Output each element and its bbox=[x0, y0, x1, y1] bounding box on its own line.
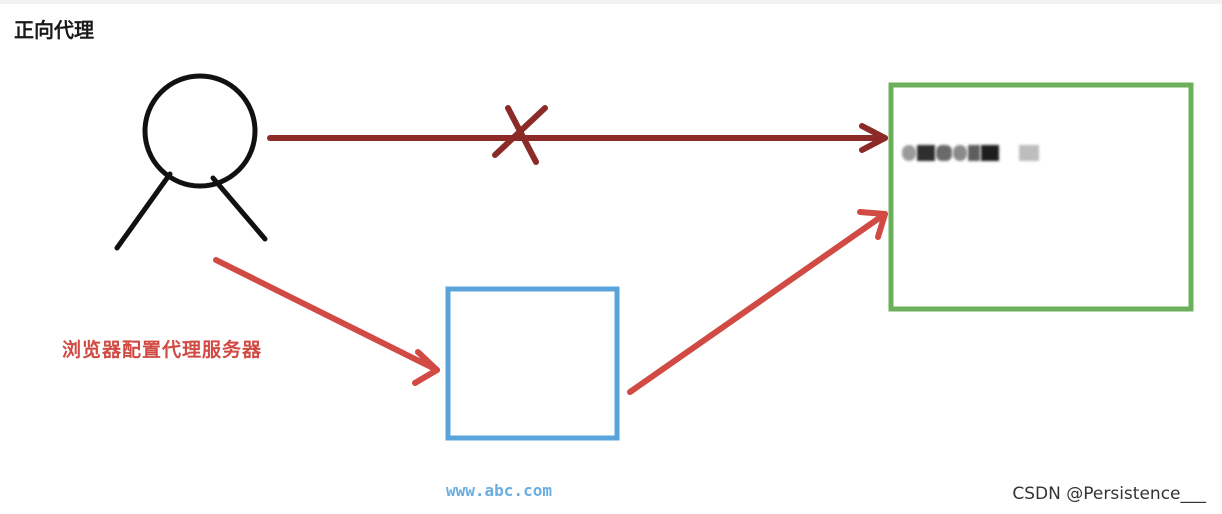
proxy-config-label: 浏览器配置代理服务器 bbox=[62, 339, 263, 361]
person-icon bbox=[114, 73, 268, 251]
target-server-box bbox=[888, 82, 1194, 312]
page-title: 正向代理 bbox=[14, 18, 94, 42]
proxy-to-target-arrow bbox=[627, 209, 888, 395]
arrow-head-icon bbox=[412, 349, 440, 386]
client-to-proxy-arrow bbox=[213, 257, 440, 386]
top-strip bbox=[0, 0, 1222, 4]
watermark: CSDN @Persistence___ bbox=[1012, 484, 1206, 504]
proxy-server-box bbox=[445, 286, 620, 441]
blurred-target-label bbox=[902, 144, 1039, 162]
blocked-x-icon bbox=[492, 105, 548, 165]
arrow-head-icon bbox=[857, 209, 888, 240]
proxy-url-label: www.abc.com bbox=[446, 481, 552, 500]
arrow-head-icon bbox=[859, 123, 888, 153]
direct-arrow bbox=[267, 123, 888, 153]
